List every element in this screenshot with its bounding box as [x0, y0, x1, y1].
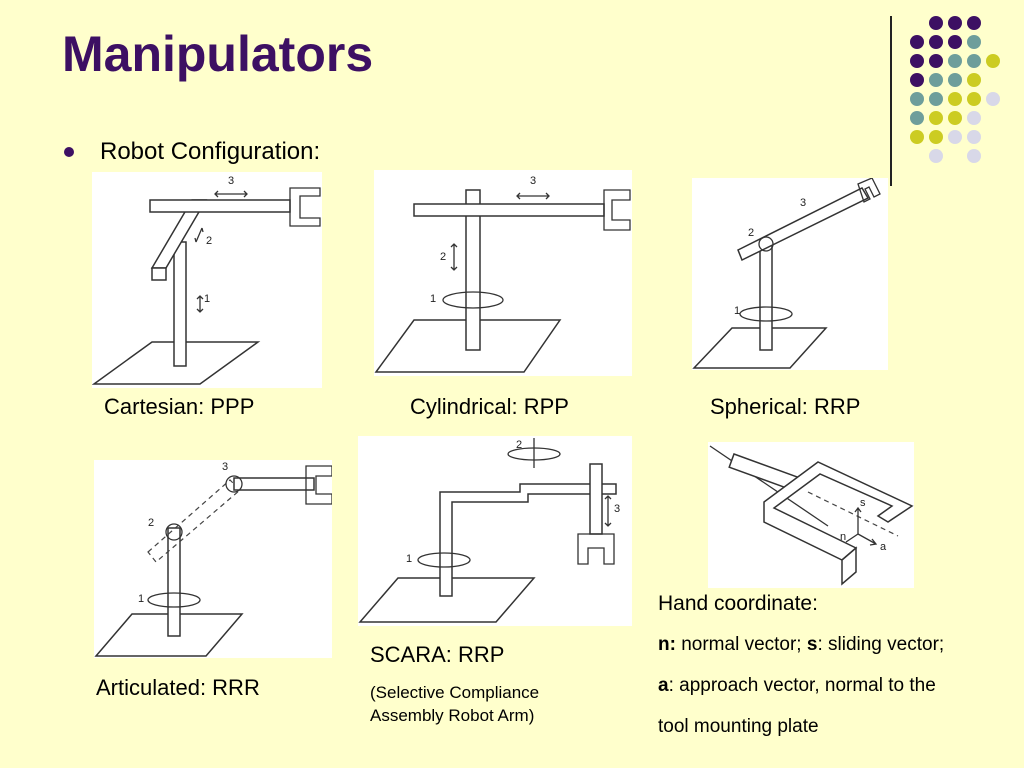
- decorative-dot: [929, 92, 943, 106]
- decorative-dot: [948, 92, 962, 106]
- scara-note-line2: Assembly Robot Arm): [370, 706, 535, 725]
- bullet-text: Robot Configuration:: [100, 138, 321, 165]
- cartesian-diagram: 3 2 1: [91, 172, 322, 388]
- decorative-dot: [910, 130, 924, 144]
- cylindrical-diagram: 3 2 1: [374, 170, 632, 376]
- decorative-dot: [986, 92, 1000, 106]
- caption-cylindrical: Cylindrical: RPP: [410, 394, 569, 419]
- joint-label: 1: [138, 593, 144, 605]
- a-text: : approach vector, normal to the: [668, 675, 936, 696]
- scara-note-line1: (Selective Compliance: [370, 683, 540, 702]
- decorative-dot: [967, 92, 981, 106]
- joint-label: 3: [800, 197, 806, 209]
- decorative-dot: [948, 54, 962, 68]
- decorative-dot-grid: [900, 10, 1020, 170]
- decorative-dot: [929, 130, 943, 144]
- decorative-dot: [948, 35, 962, 49]
- caption-cartesian: Cartesian: PPP: [104, 394, 255, 419]
- decorative-dot: [967, 149, 981, 163]
- hand-line-4: tool mounting plate: [658, 716, 819, 737]
- decorative-dot: [948, 16, 962, 30]
- decorative-dot: [910, 92, 924, 106]
- decorative-dot: [910, 54, 924, 68]
- decorative-dot: [929, 54, 943, 68]
- n-text: normal vector;: [675, 634, 807, 655]
- caption-scara: SCARA: RRP: [370, 642, 505, 667]
- joint-label: 3: [530, 175, 536, 187]
- decorative-dot: [967, 73, 981, 87]
- decorative-dot: [929, 35, 943, 49]
- decorative-dot: [948, 111, 962, 125]
- caption-articulated: Articulated: RRR: [96, 675, 260, 700]
- caption-spherical: Spherical: RRP: [710, 394, 861, 419]
- bullet-icon: [64, 147, 74, 157]
- slide-title: Manipulators: [62, 26, 374, 82]
- joint-label: 3: [222, 461, 228, 473]
- joint-label: 3: [614, 503, 620, 515]
- joint-label: 3: [228, 175, 234, 187]
- decorative-dot: [948, 130, 962, 144]
- decorative-divider: [890, 16, 892, 186]
- spherical-diagram: 3 2 1: [692, 177, 888, 370]
- decorative-dot: [967, 130, 981, 144]
- decorative-dot: [929, 73, 943, 87]
- joint-label: 1: [430, 293, 436, 305]
- decorative-dot: [948, 73, 962, 87]
- decorative-dot: [967, 35, 981, 49]
- joint-label: 2: [748, 227, 754, 239]
- hand-line-n-s: n: normal vector; s: sliding vector;: [658, 633, 944, 657]
- articulated-diagram: 3 2 1: [94, 460, 333, 658]
- decorative-dot: [967, 54, 981, 68]
- hand-coordinate-diagram: s a n: [708, 442, 914, 588]
- scara-diagram: 2 3 1: [358, 436, 632, 626]
- s-text: : sliding vector;: [817, 634, 945, 655]
- axis-label-a: a: [880, 541, 887, 553]
- decorative-dot: [967, 111, 981, 125]
- hand-line-a: a: approach vector, normal to the: [658, 674, 936, 698]
- decorative-dot: [929, 111, 943, 125]
- joint-label: 2: [206, 235, 212, 247]
- hand-heading: Hand coordinate:: [658, 592, 818, 615]
- joint-label: 2: [516, 439, 522, 451]
- n-key: n:: [658, 634, 676, 655]
- a-key: a: [658, 675, 669, 696]
- axis-label-s: s: [860, 497, 866, 509]
- decorative-dot: [910, 35, 924, 49]
- decorative-dot: [910, 111, 924, 125]
- decorative-dot: [929, 149, 943, 163]
- joint-label: 2: [440, 251, 446, 263]
- decorative-dot: [986, 54, 1000, 68]
- decorative-dot: [967, 16, 981, 30]
- joint-label: 1: [204, 293, 210, 305]
- decorative-dot: [929, 16, 943, 30]
- decorative-dot: [910, 73, 924, 87]
- s-key: s: [806, 634, 818, 655]
- joint-label: 1: [734, 305, 740, 317]
- axis-label-n: n: [840, 531, 846, 543]
- joint-label: 2: [148, 517, 154, 529]
- joint-label: 1: [406, 553, 412, 565]
